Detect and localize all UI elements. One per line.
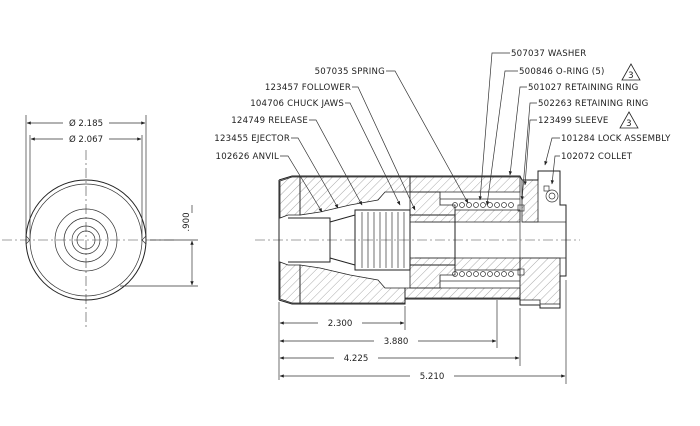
callout-ejector: 123455 EJECTOR (214, 134, 290, 144)
dim-inner-diameter: Ø 2.067 (69, 134, 103, 145)
dim-5210: 5.210 (420, 372, 445, 382)
bore-circle-3 (71, 225, 101, 255)
end-view: Ø 2.185 Ø 2.067 .900 (2, 115, 198, 330)
callout-spring: 507035 SPRING (315, 67, 385, 77)
section-view (255, 170, 580, 309)
leader-lines (280, 52, 560, 213)
outer-circle (25, 179, 147, 301)
bore-circle-2 (63, 217, 109, 263)
callout-washer: 507037 WASHER (511, 49, 586, 59)
dim-3880: 3.880 (384, 337, 409, 347)
revision-badge-sleeve: 3 (619, 111, 639, 129)
dim-radius: .900 (182, 212, 192, 231)
callout-follower: 123457 FOLLOWER (265, 83, 351, 93)
bore-circle (54, 208, 118, 272)
callout-chuck-jaws: 104706 CHUCK JAWS (250, 99, 344, 109)
dim-4225: 4.225 (344, 354, 369, 364)
dim-2300: 2.300 (328, 319, 353, 329)
spring-top (452, 202, 514, 208)
svg-text:3: 3 (628, 71, 634, 81)
chuck-jaw-threads (361, 212, 405, 268)
callout-retaining-ring-2: 502263 RETAINING RING (538, 99, 649, 109)
callout-sleeve: 123499 SLEEVE (538, 116, 609, 126)
bore-circle-4 (76, 230, 96, 250)
callout-anvil: 102626 ANVIL (216, 152, 279, 162)
callouts: 507037 WASHER 500846 O-RING (5) 3 507035… (214, 49, 671, 162)
svg-text:3: 3 (626, 119, 632, 129)
callout-release: 124749 RELEASE (231, 116, 308, 126)
callout-o-ring: 500846 O-RING (5) (519, 67, 605, 77)
callout-lock-assembly: 101284 LOCK ASSEMBLY (561, 134, 671, 144)
callout-retaining-ring-1: 501027 RETAINING RING (528, 83, 639, 93)
spring-bottom (452, 271, 514, 277)
revision-badge-o-ring: 3 (621, 63, 641, 81)
callout-collet: 102072 COLLET (561, 152, 633, 162)
dim-outer-diameter: Ø 2.185 (69, 118, 103, 129)
length-dimensions: 2.300 3.880 4.225 5.210 (278, 280, 567, 384)
